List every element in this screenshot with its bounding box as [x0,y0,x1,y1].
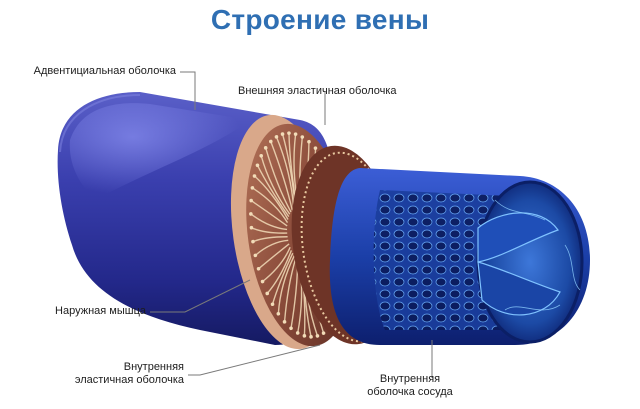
fiber-end [282,320,287,324]
leader-adventitia [180,71,196,110]
elastic-fiber-strand [250,200,288,227]
elastic-fiber-strand [277,255,295,314]
elastic-fiber-strand [252,236,288,243]
elastic-fiber-strand [251,227,288,234]
label-internal-elastic-line1: Внутренняя [123,361,184,373]
adventitia-highlight [69,103,250,200]
leader-internal-elastic [188,344,321,376]
elastic-fiber-strand [262,246,291,283]
label-internal-elastic: Внутренняя эластичная оболочка [40,361,184,387]
elastic-fiber-strand [256,164,290,218]
elastic-fiber-strand [275,136,295,210]
elastic-fiber-strand [271,252,294,305]
fiber-end [289,326,293,331]
fiber-end [251,239,255,244]
fiber-end [300,135,305,139]
label-intima-line2: оболочка сосуда [367,386,453,398]
fiber-end [295,331,300,335]
fiber-end [249,212,253,216]
fiber-end [287,131,291,135]
fiber-end [313,146,318,150]
fiber-end [307,139,311,144]
elastic-fiber-strand [252,187,289,223]
fiber-end [270,302,275,307]
elastic-fiber-strand [283,257,297,322]
fiber-end [249,198,253,203]
elastic-fiber-strand [258,243,290,270]
label-intima: Внутренняя оболочка сосуда [350,373,470,399]
fiber-end [309,335,313,339]
fiber-end [252,174,257,178]
fiber-end [302,334,307,338]
elastic-fiber-strand [254,175,289,220]
fiber-end [268,139,273,144]
diagram-title: Строение вены [210,4,430,35]
label-external-elastic: Внешняя эластичная оболочка [238,85,397,97]
label-internal-elastic-line2: эластичная оболочка [74,374,184,386]
fiber-end [250,186,255,190]
elastic-fiber-strand [250,213,288,231]
intima-inner-surface [373,190,510,330]
fiber-end [321,331,326,335]
elastic-fiber-strand [260,155,291,215]
fiber-end [260,279,265,284]
fiber-end [259,154,264,158]
venous-valve-cusp-lower [477,261,561,316]
elastic-fiber-strand [270,141,293,211]
elastic-fiber-strand [265,147,292,213]
fiber-end [280,132,285,136]
fiber-end [265,291,270,296]
venous-valve-cusp-upper [477,212,559,263]
fiber-end [274,135,279,139]
elastic-fiber-strand [254,239,289,256]
leader-outer-muscle [150,279,251,313]
adventitia-rim-top [59,94,141,153]
fiber-end [256,266,261,271]
label-adventitia: Адвентициальная оболочка [33,65,176,77]
fiber-end [263,146,268,150]
fiber-end [255,163,260,168]
label-outer-muscle: Наружная мышца [55,305,146,317]
label-intima-line1: Внутренняя [379,373,441,385]
leader-lines [150,71,433,378]
fiber-end [253,253,258,258]
fiber-end [276,311,281,316]
elastic-fiber-strand [266,250,293,294]
lumen-vessel-network [494,199,581,311]
fiber-end [315,334,320,338]
fiber-end [249,225,254,230]
fiber-end [293,132,298,136]
